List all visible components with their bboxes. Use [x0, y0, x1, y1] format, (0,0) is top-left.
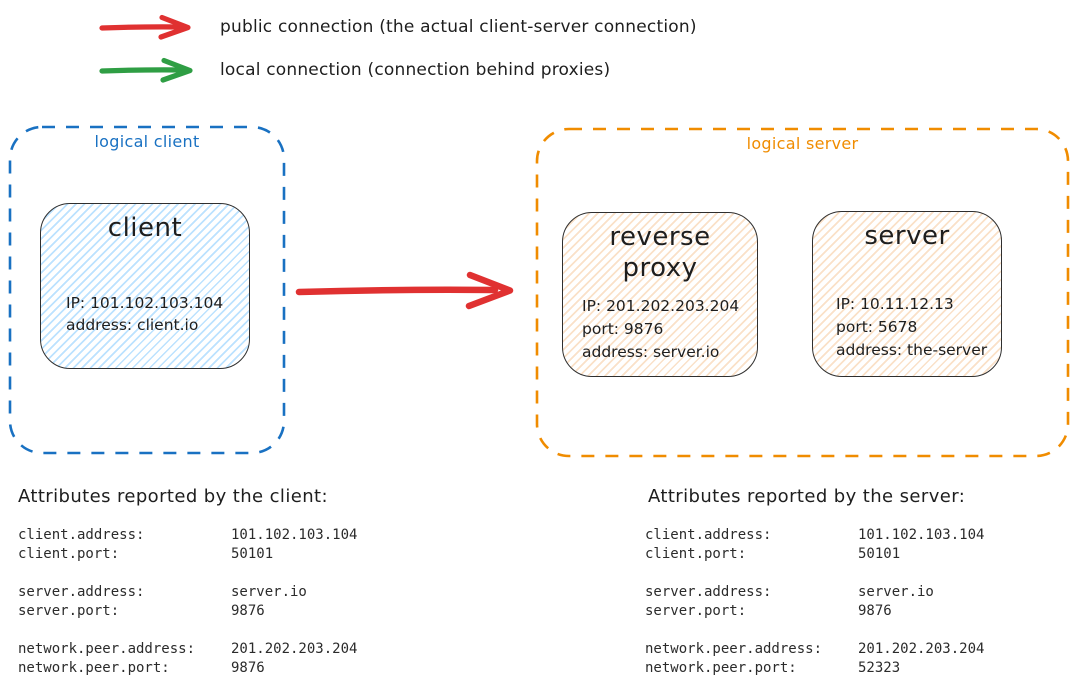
server-ip: IP: 10.11.12.13	[836, 295, 954, 313]
logical-client-group: logical client client IP: 101.102.103.10…	[8, 125, 286, 455]
attr-value: 50101	[858, 545, 901, 562]
reverse-proxy-node-info: IP: 201.202.203.204 port: 9876 address: …	[582, 295, 739, 364]
attr-key: network.peer.address:	[645, 641, 823, 657]
attr-value: server.io	[231, 584, 307, 600]
attr-row-client-port: client.port: 50101	[18, 545, 357, 564]
attr-value: 9876	[231, 602, 265, 619]
logical-server-outline	[535, 127, 1070, 458]
logical-server-label: logical server	[746, 134, 859, 153]
attr-row-client-address: client.address: 101.102.103.104	[18, 526, 357, 545]
attr-key: server.address:	[18, 584, 145, 600]
attr-row-network-peer-port: network.peer.port: 52323	[645, 659, 984, 678]
attr-key: client.address:	[645, 527, 772, 543]
server-attributes-title: Attributes reported by the server:	[648, 486, 966, 507]
reverse-proxy-node: reverse proxy IP: 201.202.203.204 port: …	[562, 212, 758, 377]
client-attr-group: client.address: 101.102.103.104 client.p…	[645, 526, 984, 563]
attr-key: client.port:	[18, 545, 120, 562]
attr-key: client.address:	[18, 527, 145, 543]
attr-value: 101.102.103.104	[231, 527, 358, 543]
legend-item-public-connection: public connection (the actual client-ser…	[98, 13, 697, 41]
reverse-proxy-node-title: reverse proxy	[609, 222, 711, 283]
attr-row-network-peer-address: network.peer.address: 201.202.203.204	[645, 640, 984, 659]
network-peer-attr-group: network.peer.address: 201.202.203.204 ne…	[645, 640, 984, 677]
server-node-title: server	[864, 221, 950, 251]
logical-client-label: logical client	[94, 132, 200, 151]
server-address: address: the-server	[836, 341, 988, 359]
reverse-proxy-ip: IP: 201.202.203.204	[582, 297, 740, 315]
legend-item-local-connection: local connection (connection behind prox…	[98, 56, 610, 84]
local-connection-arrow-icon	[99, 57, 193, 83]
server-attributes-section: Attributes reported by the server: clien…	[645, 486, 984, 691]
attr-value: 9876	[231, 659, 265, 676]
attr-value: 201.202.203.204	[858, 641, 985, 657]
server-attr-group: server.address: server.io server.port: 9…	[18, 583, 357, 620]
attr-value: 52323	[858, 659, 901, 676]
server-node: server IP: 10.11.12.13 port: 5678 addres…	[812, 211, 1002, 377]
attr-key: server.port:	[645, 602, 747, 619]
public-connection-arrow-icon	[99, 14, 191, 40]
attr-value: 50101	[231, 545, 274, 562]
attr-row-server-address: server.address: server.io	[645, 583, 984, 602]
attr-key: network.peer.port:	[18, 659, 170, 676]
logical-client-outline	[8, 125, 286, 455]
server-port: port: 5678	[836, 318, 918, 336]
attr-key: network.peer.address:	[18, 641, 196, 657]
logical-server-group: logical server reverse proxy IP: 201.202…	[535, 127, 1070, 458]
network-peer-attr-group: network.peer.address: 201.202.203.204 ne…	[18, 640, 357, 677]
attr-row-server-port: server.port: 9876	[18, 602, 357, 621]
client-node: client IP: 101.102.103.104 address: clie…	[40, 203, 250, 369]
client-attr-group: client.address: 101.102.103.104 client.p…	[18, 526, 357, 563]
attr-key: network.peer.port:	[645, 659, 797, 676]
attr-value: 101.102.103.104	[858, 527, 985, 543]
client-attributes-title: Attributes reported by the client:	[18, 486, 328, 507]
attr-value: 9876	[858, 602, 892, 619]
reverse-proxy-port: port: 9876	[582, 320, 664, 338]
attr-value: server.io	[858, 584, 934, 600]
attr-row-client-address: client.address: 101.102.103.104	[645, 526, 984, 545]
attr-row-server-address: server.address: server.io	[18, 583, 357, 602]
attr-key: client.port:	[645, 545, 747, 562]
attr-key: server.port:	[18, 602, 120, 619]
client-node-title: client	[107, 213, 183, 243]
legend-label-local-connection: local connection (connection behind prox…	[220, 60, 611, 80]
attr-row-network-peer-address: network.peer.address: 201.202.203.204	[18, 640, 357, 659]
attr-row-network-peer-port: network.peer.port: 9876	[18, 659, 357, 678]
public-connection-arrow	[295, 271, 514, 310]
client-ip: IP: 101.102.103.104	[66, 294, 224, 312]
client-attributes-section: Attributes reported by the client: clien…	[18, 486, 357, 691]
reverse-proxy-address: address: server.io	[582, 343, 720, 361]
attr-row-client-port: client.port: 50101	[645, 545, 984, 564]
attr-value: 201.202.203.204	[231, 641, 358, 657]
client-node-info: IP: 101.102.103.104 address: client.io	[66, 292, 223, 336]
attr-row-server-port: server.port: 9876	[645, 602, 984, 621]
attr-key: server.address:	[645, 584, 772, 600]
client-address: address: client.io	[66, 316, 199, 334]
legend-label-public-connection: public connection (the actual client-ser…	[220, 17, 697, 37]
server-node-info: IP: 10.11.12.13 port: 5678 address: the-…	[836, 293, 987, 362]
server-attr-group: server.address: server.io server.port: 9…	[645, 583, 984, 620]
